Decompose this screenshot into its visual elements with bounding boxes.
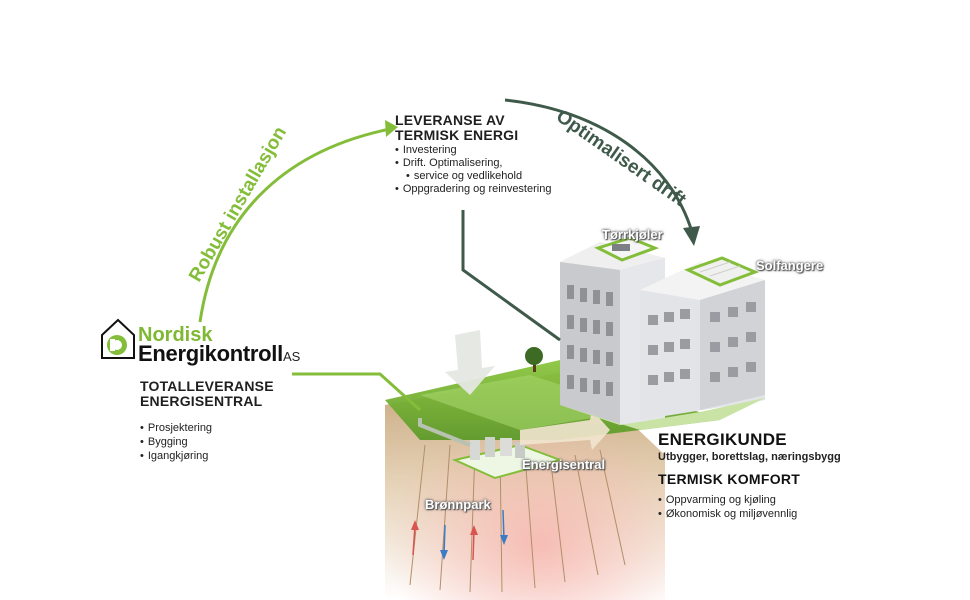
comfort-item: Oppvarming og kjøling [658, 493, 958, 507]
tree-icon [525, 347, 543, 372]
well-park-label: Brønnpark [425, 497, 491, 512]
logo-wordmark: EnergikontrollAS [138, 341, 300, 367]
logo-mark-icon [101, 318, 135, 359]
comfort-list: Oppvarming og kjøling Økonomisk og miljø… [658, 493, 958, 521]
delivery-item-text: service og vedlikehold [413, 170, 523, 182]
total-item: Prosjektering [140, 421, 340, 435]
total-title-line1: TOTALLEVERANSE [140, 378, 274, 394]
customer-subtitle: Utbygger, borettslag, næringsbygg [658, 451, 841, 463]
delivery-connector [461, 210, 561, 342]
logo-connector [292, 372, 422, 412]
thermal-delivery-block: LEVERANSE AV TERMISK ENERGI Investering … [395, 113, 595, 196]
supply-pipe [418, 418, 471, 447]
energy-central-unit [451, 410, 610, 480]
delivery-item: Oppgradering og reinvestering [395, 183, 595, 196]
building-right-windows [648, 302, 756, 385]
arc-left-label: Robust installasjon [185, 123, 291, 285]
arc-robust-arrowhead [385, 120, 398, 137]
logo-line2: Energikontroll [138, 341, 283, 366]
logo-suffix: AS [282, 349, 301, 364]
arc-robust-installation [198, 126, 396, 323]
dry-cooler-label: Tørrkjøler [602, 227, 663, 242]
customer-title: ENERGIKUNDE [658, 430, 787, 449]
delivery-item-continued: service og vedlikehold [395, 170, 595, 183]
customer-block: ENERGIKUNDE Utbygger, borettslag, næring… [658, 430, 958, 521]
delivery-title-line2: TERMISK ENERGI [395, 127, 519, 143]
total-item: Igangkjøring [140, 449, 340, 463]
solar-collector-label: Solfangere [756, 258, 824, 273]
building-left-windows [567, 285, 613, 396]
solar-collector-unit [684, 256, 760, 287]
comfort-item: Økonomisk og miljøvennlig [658, 507, 958, 521]
total-delivery-block: TOTALLEVERANSE ENERGISENTRAL Prosjekteri… [140, 379, 340, 463]
well-flow-arrows [411, 509, 508, 561]
delivery-item: Investering [395, 144, 595, 157]
dry-cooler-unit [594, 236, 660, 262]
delivery-list: Investering Drift. Optimalisering, servi… [395, 144, 595, 196]
total-item: Bygging [140, 435, 340, 449]
plaza [560, 398, 765, 430]
logo-line1: Nordisk [138, 324, 213, 346]
arc-optimized-arrowhead [683, 226, 700, 246]
comfort-title: TERMISK KOMFORT [658, 471, 801, 487]
total-title-line2: ENERGISENTRAL [140, 393, 263, 409]
total-list: Prosjektering Bygging Igangkjøring [140, 421, 340, 463]
energy-central-label: Energisentral [522, 457, 606, 472]
sunlight-arrow [445, 330, 495, 395]
delivery-item: Drift. Optimalisering, [395, 157, 595, 170]
arc-optimized-operation [504, 98, 694, 233]
delivery-title-line1: LEVERANSE AV [395, 112, 505, 128]
